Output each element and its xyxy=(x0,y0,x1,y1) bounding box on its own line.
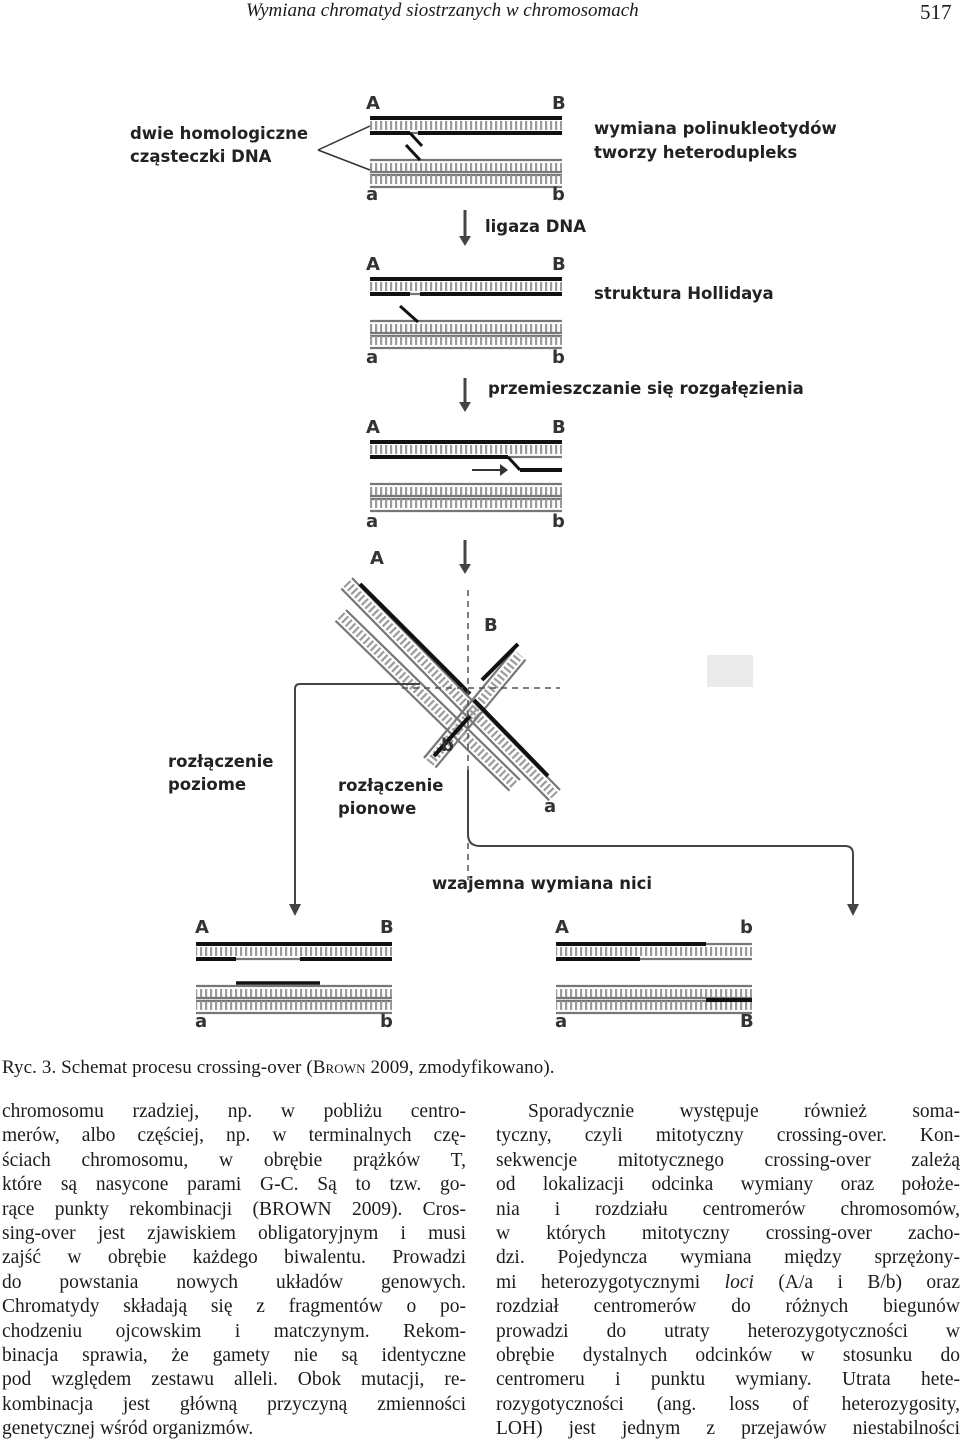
page-number: 517 xyxy=(920,0,952,24)
letter-b: b xyxy=(441,735,454,756)
caption-prefix: Ryc. 3. Schemat procesu crossing-over ( xyxy=(2,1057,313,1078)
vertical-path xyxy=(467,770,854,912)
text-line: chromosomu rzadziej, np. w pobliżu centr… xyxy=(2,1101,466,1122)
text-line: binacja sprawia, że gamety nie są identy… xyxy=(2,1344,466,1366)
letter-a: a xyxy=(555,1011,567,1032)
letter-B: B xyxy=(740,1011,754,1032)
text-line: LOH) jest jednym z przejawów niestabilno… xyxy=(496,1418,960,1440)
label-exchange-1: wymiana polinukleotydów xyxy=(594,119,837,138)
dna-duplex xyxy=(370,440,562,459)
dna-duplex xyxy=(370,170,562,189)
dna-duplex xyxy=(370,277,562,296)
label-exchange-2: tworzy heterodupleks xyxy=(594,143,797,162)
running-title: Wymiana chromatyd siostrzanych w chromos… xyxy=(246,0,639,21)
letter-b: b xyxy=(552,184,565,205)
holliday-junction xyxy=(334,577,561,802)
dark-strand xyxy=(432,714,472,758)
process-arrows xyxy=(289,210,859,916)
arrow-head xyxy=(459,236,471,246)
text-line: dzi. Pojedyncza wymiana między sprzężony… xyxy=(496,1247,960,1269)
text-line: które są nasycone parami G-C. Są to tzw.… xyxy=(2,1174,466,1196)
right-column: Sporadycznie występuje również soma- tyc… xyxy=(496,1100,960,1441)
text-line: nia i rozdziału centromerów chromosomów, xyxy=(496,1198,960,1220)
dark-strand xyxy=(472,698,550,778)
text-line: tyczny, czyli mitotyczny crossing-over. … xyxy=(496,1125,960,1147)
letter-a: a xyxy=(544,796,556,817)
letter-a: a xyxy=(366,184,378,205)
dna-duplexes xyxy=(196,116,753,1015)
letter-a: a xyxy=(366,511,378,532)
letter-A: A xyxy=(370,548,384,569)
crossing-over-figure: dwie homologiczne cząsteczki DNA wymiana… xyxy=(130,93,859,1032)
text-line: centromeru i punktu wymiany. Utrata hete… xyxy=(496,1369,960,1391)
arrow-head xyxy=(459,402,471,412)
text-line: prowadzi do utraty heterozygotyczności w xyxy=(496,1320,960,1342)
dark-strand xyxy=(378,602,472,696)
arrow-head xyxy=(459,564,471,574)
letter-b: b xyxy=(380,1011,393,1032)
text-line: kombinacja jest główną przyczyną zmienno… xyxy=(2,1393,466,1415)
text-line: obrębie dystalnych odcinków w stosunku d… xyxy=(496,1344,960,1366)
text-line: mi heterozygotycznymi loci (A/a i B/b) o… xyxy=(496,1271,960,1293)
dark-strand xyxy=(399,304,419,324)
dna-duplex xyxy=(370,116,562,135)
label-vertical-2: pionowe xyxy=(338,799,416,818)
label-horizontal-2: poziome xyxy=(168,775,246,794)
label-mutual-exchange: wzajemna wymiana nici xyxy=(432,874,652,893)
label-ligase: ligaza DNA xyxy=(485,217,586,236)
letter-B: B xyxy=(552,93,566,114)
letter-b: b xyxy=(740,917,753,938)
text-line: sekwencje mitotycznego crossing-over zal… xyxy=(496,1149,960,1171)
letter-a: a xyxy=(195,1011,207,1032)
dark-strand xyxy=(480,642,520,682)
text-line: rozygotyczności (ang. loss of heterozygo… xyxy=(496,1393,960,1415)
letter-A: A xyxy=(195,917,209,938)
letter-A: A xyxy=(366,254,380,275)
label-two-molecules-2: cząsteczki DNA xyxy=(130,147,272,166)
dna-duplex xyxy=(370,494,562,513)
letter-b: b xyxy=(552,347,565,368)
text-line: sing-over jest zjawiskiem obligatoryjnym… xyxy=(2,1222,466,1244)
text-line: ściach chromosomu, w obrębie prążków T, xyxy=(2,1149,466,1171)
text-line: pod względem zestawu alleli. Obok mutacj… xyxy=(2,1369,466,1391)
label-holliday: struktura Hollidaya xyxy=(594,284,774,303)
text-line: zajść w obrębie każdego biwalentu. Prowa… xyxy=(2,1247,466,1269)
dna-duplex xyxy=(196,996,392,1015)
text-line: rące punkty rekombinacji (BROWN 2009). C… xyxy=(2,1198,466,1220)
letter-A: A xyxy=(555,917,569,938)
dna-duplex xyxy=(196,942,392,961)
text-line: chodzeniu ojcowskim i matczynym. Rekom- xyxy=(2,1320,466,1342)
label-horizontal-1: rozłączenie xyxy=(168,752,274,771)
dna-duplex xyxy=(556,942,752,961)
label-vertical-1: rozłączenie xyxy=(338,776,444,795)
text-line: do powstania nowych układów genowych. xyxy=(2,1271,466,1293)
dna-duplex xyxy=(370,331,562,350)
letter-B: B xyxy=(484,615,498,636)
letter-A: A xyxy=(366,417,380,438)
text-line: rozdział centromerów do różnych biegunów xyxy=(496,1296,960,1318)
figure-caption: Ryc. 3. Schemat procesu crossing-over (B… xyxy=(2,1057,555,1079)
label-two-molecules-1: dwie homologiczne xyxy=(130,124,308,143)
letter-B: B xyxy=(380,917,394,938)
text-line: Chromatydy składają się z fragmentów o p… xyxy=(2,1296,466,1318)
dark-strand xyxy=(408,131,424,148)
text-line: od lokalizacji odcinka wymiany oraz poło… xyxy=(496,1174,960,1196)
letter-A: A xyxy=(366,93,380,114)
text-line: merów, albo częściej, np. w terminalnych… xyxy=(2,1125,466,1147)
caption-author: Brown xyxy=(312,1057,366,1078)
text-line: Sporadycznie występuje również soma- xyxy=(528,1101,960,1122)
text-line: genetycznej wśród organizmów. xyxy=(2,1418,254,1440)
caption-suffix: 2009, zmodyfikowano). xyxy=(365,1057,555,1078)
dark-strand xyxy=(506,455,522,472)
letter-B: B xyxy=(552,254,566,275)
letter-a: a xyxy=(366,347,378,368)
horizontal-path xyxy=(294,683,420,912)
dark-strand xyxy=(404,143,422,162)
left-column: chromosomu rzadziej, np. w pobliżu centr… xyxy=(2,1100,466,1441)
letter-B: B xyxy=(552,417,566,438)
label-migration: przemieszczanie się rozgałęzienia xyxy=(488,379,804,398)
letter-b: b xyxy=(552,511,565,532)
text-line: w których mitotyczny crossing-over zacho… xyxy=(496,1222,960,1244)
